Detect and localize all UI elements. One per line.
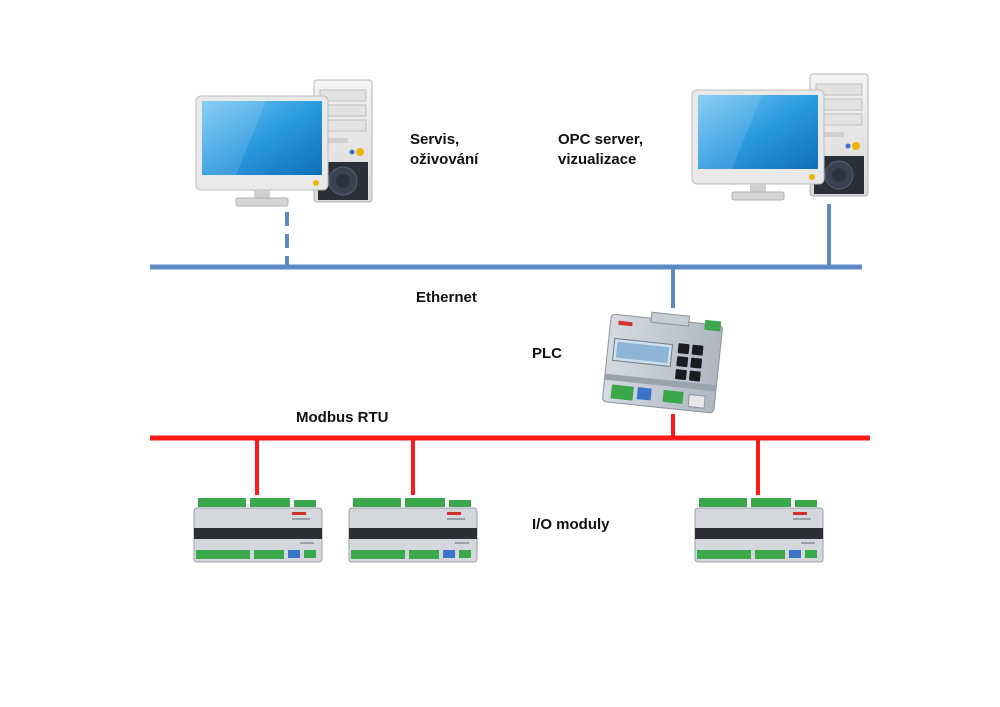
plc-device-icon (602, 311, 723, 414)
opc-pc-label-line1: OPC server, (558, 131, 644, 148)
opc-server-computer-icon (691, 73, 869, 201)
opc-pc-label-line2: vizualizace (558, 151, 637, 168)
modbus-label: Modbus RTU (296, 409, 389, 426)
io-module-3-icon (694, 497, 824, 563)
ethernet-label: Ethernet (416, 289, 477, 306)
service-pc-label: Servis, oživování (410, 130, 478, 170)
io-modules-label: I/O moduly (532, 516, 610, 533)
modbus-bus (150, 414, 870, 495)
io-module-2-icon (348, 497, 478, 563)
ethernet-bus (150, 204, 862, 308)
service-pc-label-line2: oživování (410, 151, 479, 168)
io-module-1-icon (193, 497, 323, 563)
plc-label: PLC (532, 345, 562, 362)
service-computer-icon (195, 79, 373, 207)
service-pc-label-line1: Servis, (410, 131, 460, 148)
opc-pc-label: OPC server, vizualizace (558, 130, 643, 170)
